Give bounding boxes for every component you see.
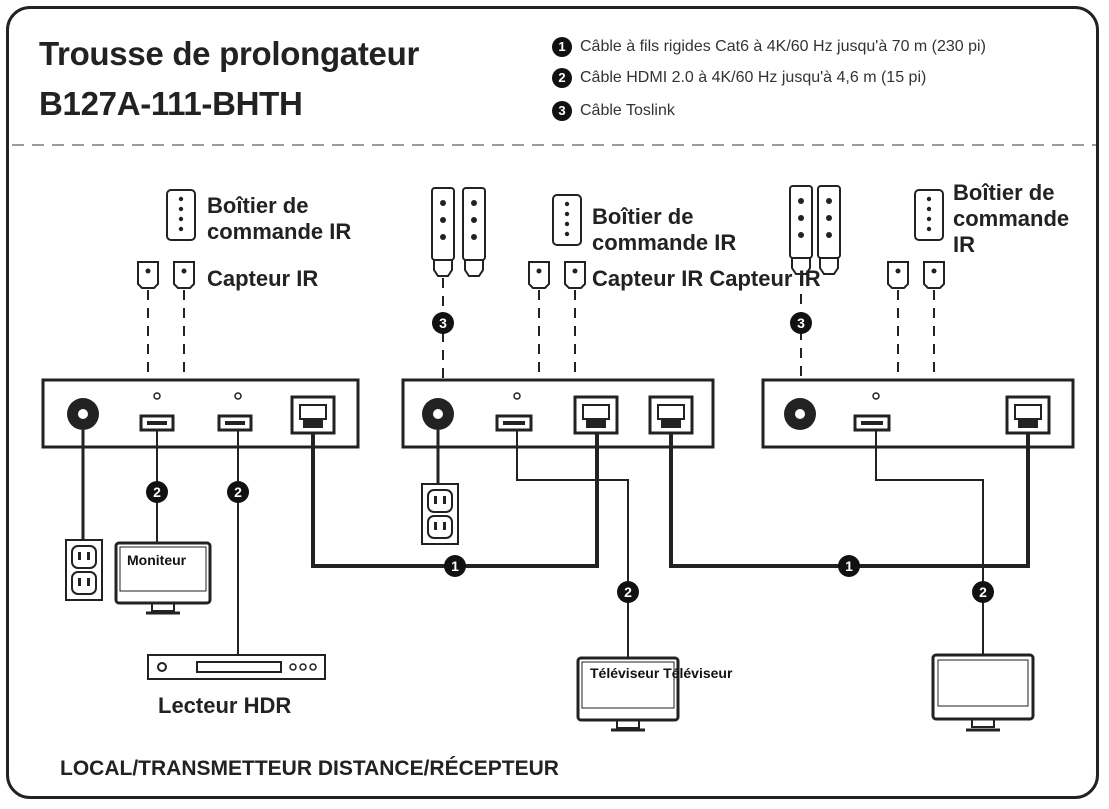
hdmi-port-icon	[853, 392, 891, 432]
toslink-connector-icon	[431, 187, 455, 277]
ir-box-label-left-1: Boîtier de	[207, 193, 309, 218]
ir-control-box-icon	[914, 189, 944, 241]
rj45-port-icon	[1005, 395, 1051, 435]
svg-text:2: 2	[624, 584, 632, 600]
power-jack-icon	[67, 398, 99, 430]
svg-text:1: 1	[451, 558, 459, 574]
cable-marker-1: 1	[838, 555, 860, 577]
ir-wires	[147, 276, 935, 380]
distance-unit	[401, 378, 715, 449]
ir-sensor-label-left: Capteur IR	[207, 266, 319, 291]
ir-sensor-icon	[528, 261, 550, 289]
tv-icon	[576, 656, 680, 732]
cable-marker-1: 1	[444, 555, 466, 577]
title-line-1: Trousse de prolongateur	[39, 35, 419, 72]
monitor-icon	[931, 653, 1035, 732]
legend-item-3: 3 Câble Toslink	[552, 101, 675, 121]
toslink-connector-icon	[789, 185, 813, 275]
cable-marker-2: 2	[146, 481, 168, 503]
legend-number-1: 1	[552, 37, 572, 57]
title-line-2: B127A-111-BHTH	[39, 85, 303, 122]
power-outlet-icon	[421, 483, 459, 545]
ir-box-label-mid-1: Boîtier de	[592, 204, 694, 229]
legend-text-3: Câble Toslink	[580, 102, 675, 119]
hdr-player-label: Lecteur HDR	[158, 693, 292, 718]
ir-box-label-right-2: commande	[953, 206, 1070, 231]
ir-sensor-icon	[564, 261, 586, 289]
hdmi-port-icon	[217, 392, 253, 432]
ir-box-label-mid-2: commande IR	[592, 230, 737, 255]
cable-marker-2: 2	[227, 481, 249, 503]
svg-text:3: 3	[797, 315, 805, 331]
cable-marker-3: 3	[790, 312, 812, 334]
legend-item-1: 1 Câble à fils rigides Cat6 à 4K/60 Hz ju…	[552, 37, 986, 57]
cables	[81, 430, 1030, 658]
power-jack-icon	[784, 398, 816, 430]
monitor-icon	[114, 541, 212, 615]
toslink-connector-icon	[817, 185, 841, 275]
ir-sensor-label-mid: Capteur IR Capteur IR	[592, 266, 821, 291]
rj45-port-icon	[648, 395, 694, 435]
cable-marker-3: 3	[432, 312, 454, 334]
svg-text:2: 2	[234, 484, 242, 500]
ir-control-box-icon	[552, 194, 582, 246]
legend-text-2: Câble HDMI 2.0 à 4K/60 Hz jusqu'à 4,6 m …	[580, 69, 927, 86]
svg-text:2: 2	[979, 584, 987, 600]
cable-marker-2: 2	[617, 581, 639, 603]
cable-marker-2: 2	[972, 581, 994, 603]
legend-item-2: 2 Câble HDMI 2.0 à 4K/60 Hz jusqu'à 4,6 m…	[552, 68, 926, 88]
ir-sensor-icon	[173, 261, 195, 289]
power-jack-icon	[422, 398, 454, 430]
ir-sensor-icon	[923, 261, 945, 289]
tv-label: Téléviseur Téléviseur	[590, 665, 733, 681]
ir-control-box-icon	[166, 189, 196, 241]
power-outlet-icon	[65, 539, 103, 601]
rj45-port-icon	[573, 395, 619, 435]
legend-number-3: 3	[552, 101, 572, 121]
ir-box-label-right-3: IR	[953, 232, 975, 257]
svg-text:1: 1	[845, 558, 853, 574]
ir-box-label-right-1: Boîtier de	[953, 180, 1055, 205]
hdr-player-icon	[147, 654, 326, 680]
hdmi-port-icon	[495, 392, 533, 432]
ir-sensor-icon	[887, 261, 909, 289]
rj45-port-icon	[290, 395, 336, 435]
ir-box-label-left-2: commande IR	[207, 219, 352, 244]
ir-sensor-icon	[137, 261, 159, 289]
toslink-connector-icon	[462, 187, 486, 277]
footer-label: LOCAL/TRANSMETTEUR DISTANCE/RÉCEPTEUR	[60, 757, 559, 780]
legend-number-2: 2	[552, 68, 572, 88]
legend-text-1: Câble à fils rigides Cat6 à 4K/60 Hz jus…	[580, 38, 986, 55]
svg-text:3: 3	[439, 315, 447, 331]
svg-text:2: 2	[153, 484, 161, 500]
monitor-label: Moniteur	[127, 552, 187, 568]
